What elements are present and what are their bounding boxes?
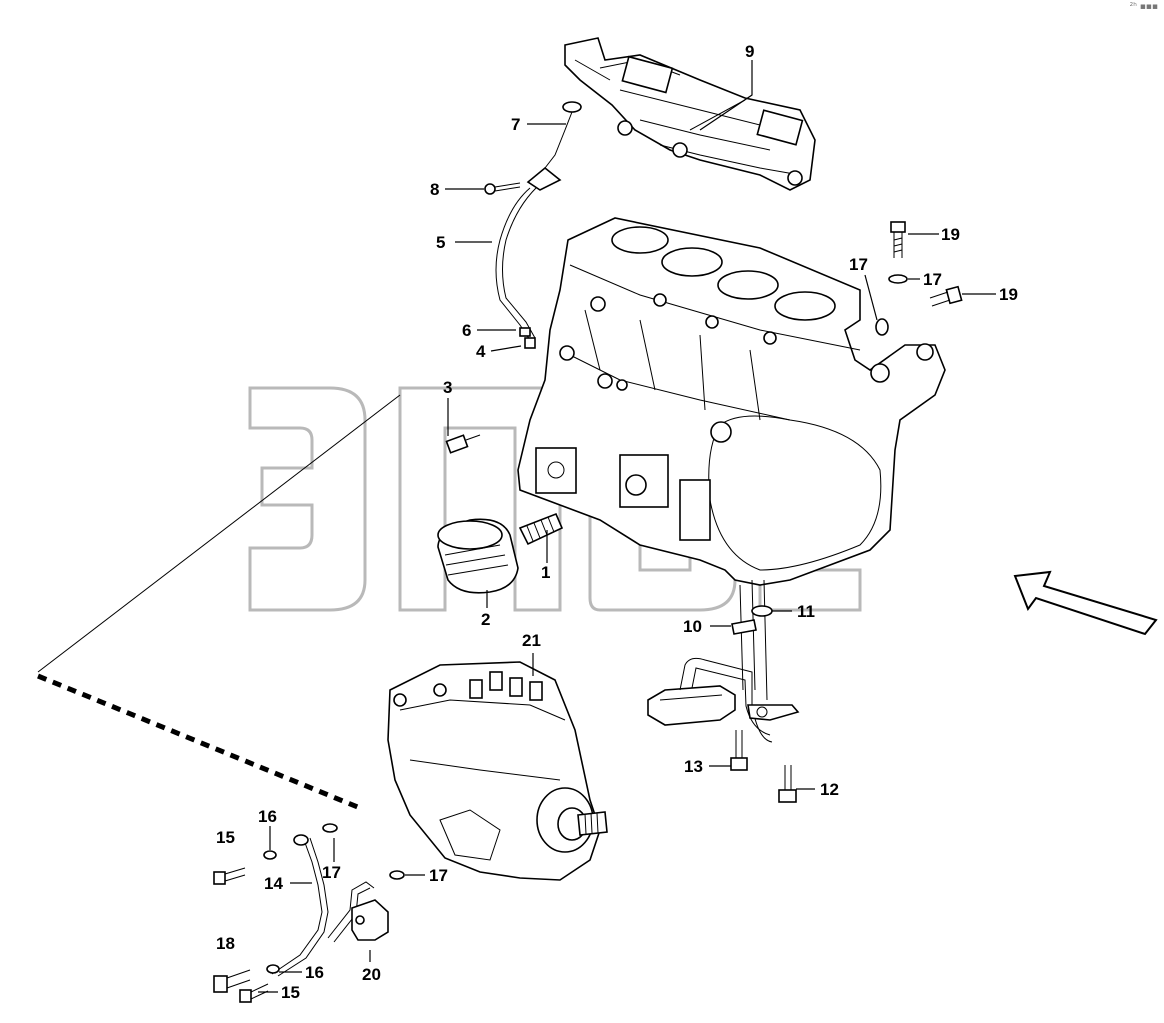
link-line: [37, 394, 401, 673]
dashed-link-line: [37, 673, 361, 811]
callout-10: 10: [683, 617, 702, 636]
bolt-18-icon: [213, 969, 251, 993]
fuel-return-line-icon: [271, 834, 375, 977]
callout-2: 2: [481, 610, 490, 629]
washer-17-pump-a-icon: [322, 823, 338, 833]
o-ring-11-icon: [751, 605, 773, 617]
callout-20: 20: [362, 965, 381, 984]
callout-4: 4: [476, 342, 486, 361]
arrow-icon: [1013, 570, 1158, 636]
callout-21: 21: [522, 631, 541, 650]
bolt-19-upper-icon: [890, 221, 906, 258]
fuel-injection-pump-icon: [387, 661, 608, 881]
bolt-8-icon: [484, 182, 521, 195]
oil-pressure-sensor-icon: [445, 434, 481, 454]
oil-filter-nipple-icon: [518, 512, 564, 546]
bolt-13-icon: [730, 730, 748, 771]
washer-17-pump-b-icon: [389, 870, 405, 880]
callout-17-pump-a: 17: [322, 863, 341, 882]
corner-mark: ²ʰ ▪▪▪: [1129, 2, 1158, 12]
bolt-19-lower-icon: [929, 285, 963, 307]
manifold-icon: [564, 37, 816, 191]
washer-17-block-icon: [875, 318, 889, 336]
callout-16-lower: 16: [305, 963, 324, 982]
bracket-20-icon: [351, 899, 389, 941]
callout-13: 13: [684, 757, 703, 776]
callout-18: 18: [216, 934, 235, 953]
callout-12: 12: [820, 780, 839, 799]
engine-block-icon: [517, 217, 946, 586]
callout-11: 11: [797, 602, 815, 621]
bolt-15-lower-icon: [239, 983, 269, 1003]
callout-19-lower: 19: [999, 285, 1018, 304]
washer-16-upper-icon: [263, 850, 277, 860]
washer-17-upper-icon: [888, 274, 908, 284]
callout-17-pump-b: 17: [429, 866, 448, 885]
callout-15-upper: 15: [216, 828, 235, 847]
callout-7: 7: [511, 115, 520, 134]
washer-16-lower-icon: [266, 964, 280, 974]
callout-8: 8: [430, 180, 439, 199]
callout-14: 14: [264, 874, 283, 893]
callout-16-upper: 16: [258, 807, 277, 826]
callout-19-upper: 19: [941, 225, 960, 244]
callout-1: 1: [541, 563, 550, 582]
oil-filter-icon: [437, 518, 519, 594]
gasket-10-icon: [731, 619, 757, 635]
callout-9: 9: [745, 42, 754, 61]
callout-6: 6: [462, 321, 471, 340]
leader-lines: [258, 60, 996, 993]
bolt-15-upper-icon: [213, 867, 246, 885]
bolt-12-icon: [778, 765, 797, 803]
callout-5: 5: [436, 233, 445, 252]
dipstick-icon: [544, 101, 582, 169]
callout-17-upper: 17: [923, 270, 942, 289]
callout-15-lower: 15: [281, 983, 300, 1002]
oil-pickup-icon: [647, 579, 800, 743]
dipstick-tube-icon: [495, 166, 562, 349]
callout-17-block: 17: [849, 255, 868, 274]
callout-3: 3: [443, 378, 452, 397]
